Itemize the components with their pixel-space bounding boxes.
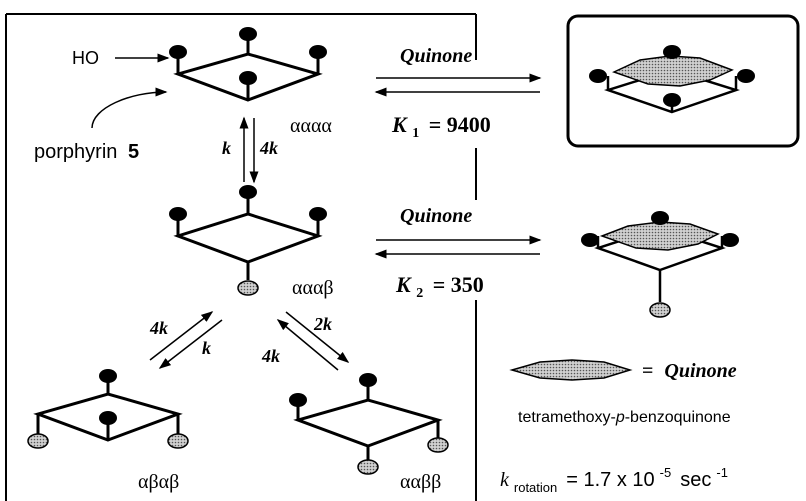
complex1-box — [566, 14, 800, 148]
alpha-knobs-aaaa — [169, 27, 327, 85]
rate-k-left-reverse: k — [202, 338, 211, 358]
beta-knobs-abab — [27, 433, 189, 449]
complex1-alpha-knobs — [589, 45, 755, 107]
legend-quinone-equals: = Quinone — [642, 360, 737, 382]
complex2-alpha-knobs — [581, 211, 739, 247]
porphyrin-abab — [33, 380, 183, 442]
rate-arrow-right-up — [276, 319, 339, 371]
eq1-quinone-label: Quinone — [400, 45, 472, 67]
beta-knob-aaab — [237, 280, 259, 296]
legend-compound-name: tetramethoxy-p-benzoquinone — [518, 409, 731, 426]
porphyrin-aaab — [173, 196, 323, 280]
label-aaaa: αααα — [290, 115, 332, 137]
porphyrin-5-label: porphyrin 5 — [34, 141, 139, 163]
complex2-beta-knob — [649, 302, 671, 318]
label-aabb: ααββ — [400, 471, 441, 493]
label-abab: αβαβ — [138, 471, 179, 493]
rate-k-top-forward: k — [222, 138, 231, 158]
rate-arrow-left-down — [158, 319, 223, 369]
legend-quinone-shape — [509, 359, 633, 381]
complex2-quinone — [599, 221, 720, 251]
rate-arrow-left-up — [149, 311, 214, 361]
porphyrin-aaaa — [173, 38, 323, 102]
rate-4k-right-reverse: 4k — [261, 346, 280, 366]
beta-knobs-aabb — [357, 437, 449, 475]
porphyrin-pointer-arrow — [91, 87, 168, 129]
label-aaab: αααβ — [292, 277, 334, 299]
alpha-knobs-aabb — [289, 373, 377, 407]
complex1-quinone — [612, 55, 734, 87]
porphyrin-aabb — [293, 384, 443, 460]
eq2-k2-label: K 2 = 350 — [395, 272, 484, 302]
rate-arrow-right-down — [285, 311, 350, 363]
alpha-knobs-abab — [99, 369, 117, 425]
eq1-k1-label: K 1 = 9400 — [391, 112, 491, 142]
eq2-quinone-label: Quinone — [400, 205, 472, 227]
ho-label: HO — [72, 48, 99, 68]
rate-2k-right-forward: 2k — [313, 314, 332, 334]
rate-4k-left-forward: 4k — [149, 318, 168, 338]
rotation-rate: k rotation = 1.7 x 10 -5 sec -1 — [500, 460, 728, 497]
left-frame — [5, 13, 477, 501]
alpha-knobs-aaab — [169, 185, 327, 221]
rate-4k-top-reverse: 4k — [259, 138, 278, 158]
